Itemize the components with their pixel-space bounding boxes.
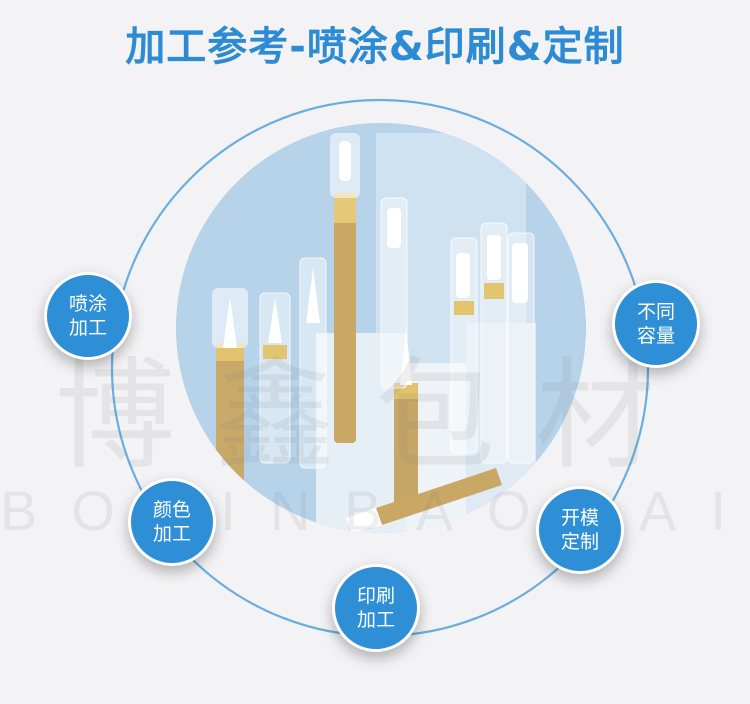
lying-gold-bottle: [346, 468, 502, 533]
badge-color-processing: 颜色 加工: [128, 478, 216, 566]
badge-label: 定制: [560, 531, 599, 553]
badge-label: 容量: [636, 325, 675, 347]
clear-bottle: [380, 197, 408, 389]
badge-label: 喷涂: [68, 293, 107, 315]
clear-bottle: [299, 257, 327, 469]
page-title: 加工参考-喷涂&印刷&定制: [125, 24, 625, 70]
badge-spray-processing: 喷涂 加工: [44, 272, 132, 360]
badge-label: 颜色: [152, 499, 191, 521]
badge-label: 印刷: [356, 585, 395, 607]
badge-mold-customization: 开模 定制: [536, 486, 624, 574]
clear-bottle: [450, 237, 478, 454]
clear-bottle: [507, 232, 535, 464]
badge-label: 加工: [152, 523, 191, 545]
badge-label: 不同: [636, 301, 675, 323]
clear-bottle: [259, 292, 291, 464]
product-photo: [176, 123, 586, 533]
badge-different-capacity: 不同 容量: [612, 280, 700, 368]
gold-bottle: [212, 288, 248, 493]
badge-label: 开模: [560, 507, 599, 529]
badge-print-processing: 印刷 加工: [332, 564, 420, 652]
gold-bottle: [330, 133, 360, 443]
badge-label: 加工: [356, 609, 395, 631]
clear-bottle: [480, 222, 508, 464]
gold-bottle: [394, 328, 418, 513]
badge-label: 加工: [68, 317, 107, 339]
